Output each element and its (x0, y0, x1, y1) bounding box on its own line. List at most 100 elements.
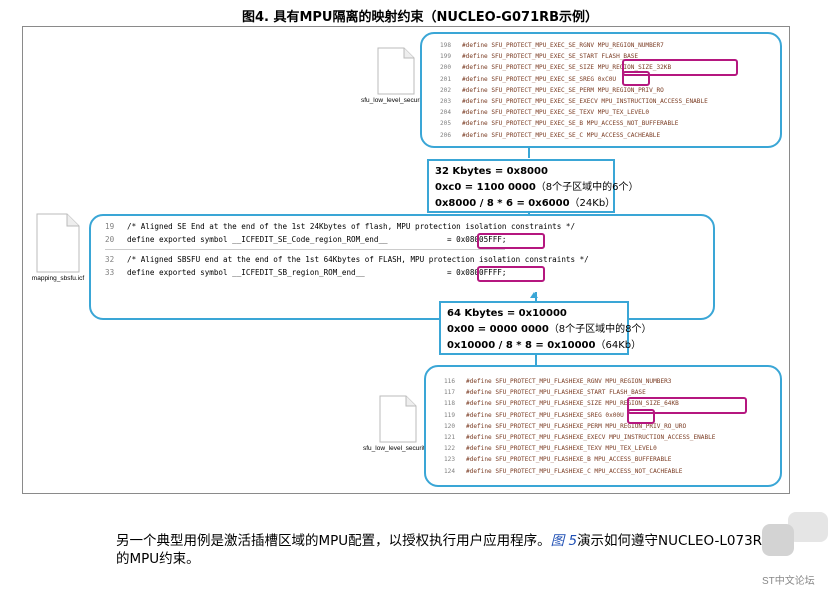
calc-bottom-line3-note: （64Kb） (595, 340, 642, 351)
calc-top-line3: 0x8000 / 8 * 6 = 0x6000 (435, 198, 570, 209)
file-caption: sfu_low_level_security.h (363, 445, 433, 452)
line-number: 199 (440, 53, 452, 61)
line-text: #define SFU_PROTECT_MPU_FLASHEXE_START F… (466, 389, 646, 397)
sb-end-value: = 0x0800FFFF; (447, 268, 507, 277)
chat-bubble-icon (762, 524, 794, 556)
arrow-up-icon (530, 292, 538, 298)
line-text: #define SFU_PROTECT_MPU_FLASHEXE_C MPU_A… (466, 467, 683, 475)
highlight-se-end (477, 233, 545, 249)
bottom-code-panel: 116 #define SFU_PROTECT_MPU_FLASHEXE_RGNV… (424, 365, 782, 487)
code-line: 203 #define SFU_PROTECT_MPU_EXEC_SE_EXECV… (440, 96, 780, 107)
line-number: 206 (440, 131, 452, 139)
line-number: 123 (444, 456, 456, 464)
code-line: 198 #define SFU_PROTECT_MPU_EXEC_SE_RGNV … (440, 40, 780, 51)
line-number: 203 (440, 97, 452, 105)
line-text: #define SFU_PROTECT_MPU_FLASHEXE_B MPU_A… (466, 456, 672, 464)
line-text: #define SFU_PROTECT_MPU_EXEC_SE_C MPU_AC… (462, 131, 661, 139)
code-line: 119 #define SFU_PROTECT_MPU_FLASHEXE_SREG… (444, 410, 780, 421)
line-text: #define SFU_PROTECT_MPU_FLASHEXE_SREG 0x… (466, 411, 624, 419)
line-number: 118 (444, 400, 456, 408)
paragraph-text-2: 演示如何遵守NUCLEO-L073RZ上的MPU约束。 (116, 533, 785, 567)
code-line: 32/* Aligned SBSFU end at the end of the… (105, 255, 589, 264)
line-text: #define SFU_PROTECT_MPU_EXEC_SE_START FL… (462, 53, 639, 61)
chat-bubble-icon (788, 512, 828, 542)
line-text: #define SFU_PROTECT_MPU_FLASHEXE_EXECV M… (466, 433, 716, 441)
calc-top-line1: 32 Kbytes = 0x8000 (435, 166, 548, 177)
watermark: ST中文论坛 (758, 512, 836, 590)
document-icon (36, 213, 80, 273)
se-end-value: = 0x08005FFF; (447, 235, 507, 244)
figure-5-link[interactable]: 图 5 (550, 533, 578, 549)
highlight-sb-end (477, 266, 545, 282)
line-text: #define SFU_PROTECT_MPU_EXEC_SE_TEXV MPU… (462, 109, 650, 117)
calc-bottom-line1: 64 Kbytes = 0x10000 (447, 308, 567, 319)
calc-box-bottom: 64 Kbytes = 0x10000 0x00 = 0000 0000（8个子… (439, 301, 652, 355)
line-number: 119 (444, 411, 456, 419)
code-line: 122 #define SFU_PROTECT_MPU_FLASHEXE_TEXV… (444, 443, 780, 454)
figure-frame: sfu_low_level_security.h 198 #define SFU_… (22, 26, 790, 494)
line-text: #define SFU_PROTECT_MPU_EXEC_SE_SIZE MPU… (462, 64, 672, 72)
line-text: #define SFU_PROTECT_MPU_FLASHEXE_PERM MP… (466, 422, 687, 430)
line-text: #define SFU_PROTECT_MPU_FLASHEXE_RGNV MP… (466, 378, 672, 385)
watermark-text: ST中文论坛 (762, 576, 815, 587)
highlight-size-64kb (627, 397, 747, 414)
line-number: 116 (444, 378, 456, 385)
code-line: 116 #define SFU_PROTECT_MPU_FLASHEXE_RGNV… (444, 376, 780, 387)
code-line: 205 #define SFU_PROTECT_MPU_EXEC_SE_B MPU… (440, 118, 780, 129)
file-caption: sfu_low_level_security.h (361, 97, 431, 104)
line-text: #define SFU_PROTECT_MPU_EXEC_SE_PERM MPU… (462, 86, 664, 94)
calc-top-line2-note: （8个子区域中的6个） (535, 182, 639, 193)
code-line: 123 #define SFU_PROTECT_MPU_FLASHEXE_B MP… (444, 454, 780, 465)
top-code-panel: 198 #define SFU_PROTECT_MPU_EXEC_SE_RGNV … (420, 32, 782, 148)
code-line: 117 #define SFU_PROTECT_MPU_FLASHEXE_STAR… (444, 387, 780, 398)
code-line: 206 #define SFU_PROTECT_MPU_EXEC_SE_C MPU… (440, 130, 780, 141)
document-icon (379, 395, 417, 443)
line-number: 121 (444, 433, 456, 441)
calc-box-top: 32 Kbytes = 0x8000 0xc0 = 1100 0000（8个子区… (427, 159, 639, 213)
line-number: 202 (440, 86, 452, 94)
code-line: 121 #define SFU_PROTECT_MPU_FLASHEXE_EXEC… (444, 432, 780, 443)
line-number: 204 (440, 109, 452, 117)
calc-top-line2: 0xc0 = 1100 0000 (435, 182, 536, 193)
line-number: 201 (440, 75, 452, 83)
calc-bottom-line2: 0x00 = 0000 0000 (447, 324, 549, 335)
file-icon-left: mapping_sbsfu.icf (23, 213, 93, 282)
line-number: 205 (440, 120, 452, 128)
body-paragraph: 另一个典型用例是激活插槽区域的MPU配置，以授权执行用户应用程序。图 5演示如何… (116, 532, 796, 568)
highlight-sreg-c0 (622, 71, 650, 86)
calc-bottom-line2-note: （8个子区域中的8个） (548, 324, 652, 335)
code-line: 200#define SFU_PROTECT_MPU_EXEC_SE_SIZE … (440, 62, 780, 73)
line-number: 122 (444, 445, 456, 453)
code-line: 120 #define SFU_PROTECT_MPU_FLASHEXE_PERM… (444, 421, 780, 432)
line-number: 124 (444, 467, 456, 475)
line-text: #define SFU_PROTECT_MPU_EXEC_SE_RGNV MPU… (462, 42, 664, 49)
code-line: 202 #define SFU_PROTECT_MPU_EXEC_SE_PERM … (440, 85, 780, 96)
file-icon-bottom: sfu_low_level_security.h (343, 395, 453, 452)
connector-top (528, 148, 530, 158)
code-line: 118 #define SFU_PROTECT_MPU_FLASHEXE_SIZE… (444, 398, 780, 409)
calc-bottom-line3: 0x10000 / 8 * 8 = 0x10000 (447, 340, 596, 351)
calc-top-line3-note: （24Kb） (569, 198, 616, 209)
file-icon-top: sfu_low_level_security.h (341, 47, 451, 104)
highlight-size-32kb (622, 59, 738, 76)
code-line: 199 #define SFU_PROTECT_MPU_EXEC_SE_START… (440, 51, 780, 62)
line-number: 117 (444, 389, 456, 397)
line-number: 198 (440, 42, 452, 49)
line-text: #define SFU_PROTECT_MPU_EXEC_SE_EXECV MP… (462, 97, 708, 105)
code-line: 19/* Aligned SE End at the end of the 1s… (105, 222, 576, 231)
highlight-sreg-00 (627, 409, 655, 424)
line-text: #define SFU_PROTECT_MPU_EXEC_SE_B MPU_AC… (462, 120, 679, 128)
connector-bottom (535, 355, 537, 367)
code-line: 204 #define SFU_PROTECT_MPU_EXEC_SE_TEXV … (440, 107, 780, 118)
divider (105, 249, 505, 250)
figure-title: 图4. 具有MPU隔离的映射约束（NUCLEO-G071RB示例） (241, 10, 599, 25)
file-caption: mapping_sbsfu.icf (31, 275, 85, 282)
line-text: #define SFU_PROTECT_MPU_FLASHEXE_TEXV MP… (466, 445, 657, 453)
document-icon (377, 47, 415, 95)
line-text: #define SFU_PROTECT_MPU_FLASHEXE_SIZE MP… (466, 400, 679, 408)
paragraph-text-1: 另一个典型用例是激活插槽区域的MPU配置，以授权执行用户应用程序。 (116, 533, 551, 549)
line-number: 120 (444, 422, 456, 430)
code-line: 201#define SFU_PROTECT_MPU_EXEC_SE_SREG … (440, 74, 780, 85)
